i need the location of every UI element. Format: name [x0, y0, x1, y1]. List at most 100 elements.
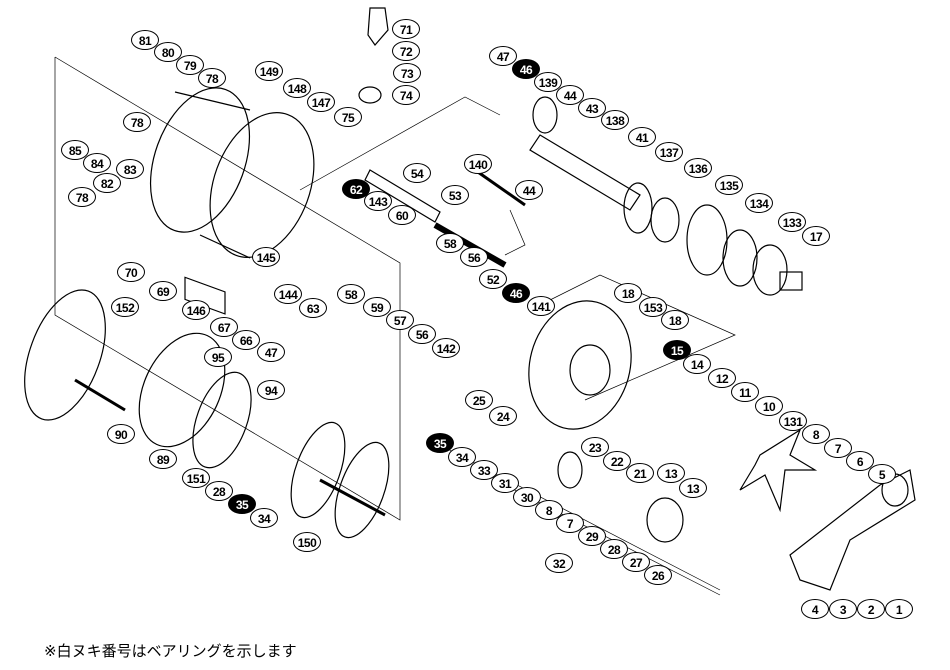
- bearing-part-number-label[interactable]: 46: [502, 283, 530, 303]
- part-number-label[interactable]: 8: [802, 424, 830, 444]
- part-number-label[interactable]: 74: [392, 85, 420, 105]
- part-number-label[interactable]: 44: [515, 180, 543, 200]
- part-number-label[interactable]: 58: [436, 233, 464, 253]
- part-number-label[interactable]: 89: [149, 449, 177, 469]
- part-number-label[interactable]: 73: [393, 63, 421, 83]
- part-number-label[interactable]: 53: [441, 185, 469, 205]
- part-number-label[interactable]: 131: [779, 411, 807, 431]
- part-number-label[interactable]: 4: [801, 599, 829, 619]
- part-number-label[interactable]: 7: [824, 438, 852, 458]
- part-number-label[interactable]: 81: [131, 30, 159, 50]
- part-number-label[interactable]: 141: [527, 296, 555, 316]
- part-number-label[interactable]: 17: [802, 226, 830, 246]
- part-number-label[interactable]: 133: [778, 212, 806, 232]
- part-number-label[interactable]: 56: [408, 324, 436, 344]
- part-number-label[interactable]: 63: [299, 298, 327, 318]
- part-number-label[interactable]: 84: [83, 153, 111, 173]
- part-number-label[interactable]: 144: [274, 284, 302, 304]
- part-number-label[interactable]: 78: [68, 187, 96, 207]
- part-number-label[interactable]: 134: [745, 193, 773, 213]
- part-number-label[interactable]: 152: [111, 297, 139, 317]
- part-number-label[interactable]: 135: [715, 175, 743, 195]
- part-number-label[interactable]: 3: [829, 599, 857, 619]
- part-number-label[interactable]: 14: [683, 354, 711, 374]
- part-number-label[interactable]: 43: [578, 98, 606, 118]
- part-number-label[interactable]: 95: [204, 347, 232, 367]
- part-number-label[interactable]: 60: [388, 205, 416, 225]
- part-number-label[interactable]: 28: [205, 481, 233, 501]
- part-number-label[interactable]: 67: [210, 317, 238, 337]
- part-number-label[interactable]: 138: [601, 110, 629, 130]
- part-number-label[interactable]: 66: [232, 330, 260, 350]
- bearing-part-number-label[interactable]: 62: [342, 179, 370, 199]
- part-number-label[interactable]: 59: [363, 297, 391, 317]
- part-number-label[interactable]: 145: [252, 247, 280, 267]
- bearing-part-number-label[interactable]: 15: [663, 340, 691, 360]
- part-number-label[interactable]: 32: [545, 553, 573, 573]
- part-number-label[interactable]: 71: [392, 19, 420, 39]
- part-number-label[interactable]: 142: [432, 338, 460, 358]
- part-number-label[interactable]: 29: [578, 526, 606, 546]
- part-number-label[interactable]: 7: [556, 513, 584, 533]
- part-number-label[interactable]: 147: [307, 92, 335, 112]
- bearing-part-number-label[interactable]: 35: [426, 433, 454, 453]
- part-number-label[interactable]: 83: [116, 159, 144, 179]
- part-number-label[interactable]: 137: [655, 142, 683, 162]
- part-number-label[interactable]: 30: [513, 487, 541, 507]
- part-number-label[interactable]: 94: [257, 380, 285, 400]
- part-number-label[interactable]: 33: [470, 460, 498, 480]
- part-number-label[interactable]: 72: [392, 41, 420, 61]
- part-number-label[interactable]: 34: [448, 447, 476, 467]
- part-number-label[interactable]: 79: [176, 55, 204, 75]
- part-number-label[interactable]: 18: [661, 310, 689, 330]
- part-number-label[interactable]: 27: [622, 552, 650, 572]
- part-number-label[interactable]: 25: [465, 390, 493, 410]
- part-number-label[interactable]: 78: [123, 112, 151, 132]
- part-number-label[interactable]: 52: [479, 269, 507, 289]
- part-number-label[interactable]: 8: [535, 500, 563, 520]
- part-number-label[interactable]: 10: [755, 396, 783, 416]
- part-number-label[interactable]: 23: [581, 437, 609, 457]
- part-number-label[interactable]: 150: [293, 532, 321, 552]
- part-number-label[interactable]: 44: [556, 85, 584, 105]
- part-number-label[interactable]: 69: [149, 281, 177, 301]
- part-number-label[interactable]: 47: [257, 342, 285, 362]
- part-number-label[interactable]: 18: [614, 283, 642, 303]
- part-number-label[interactable]: 13: [657, 463, 685, 483]
- bearing-part-number-label[interactable]: 46: [512, 59, 540, 79]
- part-number-label[interactable]: 31: [491, 473, 519, 493]
- part-number-label[interactable]: 85: [61, 140, 89, 160]
- part-number-label[interactable]: 13: [679, 478, 707, 498]
- part-number-label[interactable]: 47: [489, 46, 517, 66]
- part-number-label[interactable]: 6: [846, 451, 874, 471]
- part-number-label[interactable]: 78: [198, 68, 226, 88]
- part-number-label[interactable]: 90: [107, 424, 135, 444]
- part-number-label[interactable]: 148: [283, 78, 311, 98]
- part-number-label[interactable]: 151: [182, 468, 210, 488]
- part-number-label[interactable]: 54: [403, 163, 431, 183]
- part-number-label[interactable]: 11: [731, 382, 759, 402]
- part-number-label[interactable]: 75: [334, 107, 362, 127]
- part-number-label[interactable]: 24: [489, 406, 517, 426]
- part-number-label[interactable]: 56: [460, 247, 488, 267]
- part-number-label[interactable]: 5: [868, 464, 896, 484]
- part-number-label[interactable]: 12: [708, 368, 736, 388]
- part-number-label[interactable]: 34: [250, 508, 278, 528]
- part-number-label[interactable]: 80: [154, 42, 182, 62]
- part-number-label[interactable]: 149: [255, 61, 283, 81]
- part-number-label[interactable]: 21: [626, 463, 654, 483]
- part-number-label[interactable]: 153: [639, 297, 667, 317]
- part-number-label[interactable]: 28: [600, 539, 628, 559]
- part-number-label[interactable]: 22: [603, 451, 631, 471]
- part-number-label[interactable]: 139: [534, 72, 562, 92]
- part-number-label[interactable]: 82: [93, 173, 121, 193]
- part-number-label[interactable]: 140: [464, 154, 492, 174]
- part-number-label[interactable]: 70: [117, 262, 145, 282]
- part-number-label[interactable]: 143: [364, 191, 392, 211]
- part-number-label[interactable]: 1: [885, 599, 913, 619]
- part-number-label[interactable]: 57: [386, 310, 414, 330]
- part-number-label[interactable]: 41: [628, 127, 656, 147]
- part-number-label[interactable]: 2: [857, 599, 885, 619]
- bearing-part-number-label[interactable]: 35: [228, 494, 256, 514]
- part-number-label[interactable]: 136: [684, 158, 712, 178]
